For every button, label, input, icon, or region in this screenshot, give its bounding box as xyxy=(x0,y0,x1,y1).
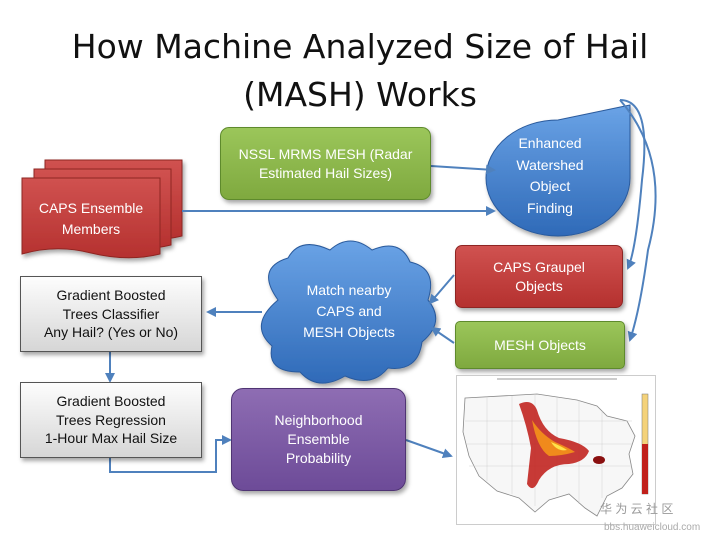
probability-peak-shape xyxy=(551,442,567,451)
watershed-line4: Finding xyxy=(527,200,573,217)
watershed-teardrop-shape xyxy=(485,104,631,237)
match-cloud-shape xyxy=(261,240,437,384)
caps-ensemble-label: CAPS Ensemble Members xyxy=(22,198,160,240)
classifier-line2: Trees Classifier xyxy=(62,305,160,322)
watershed-line2: Watershed xyxy=(516,156,584,173)
watermark-brand: 华 为 云 社 区 xyxy=(600,502,674,516)
neighborhood-line2: Ensemble xyxy=(287,431,350,448)
neighborhood-line1: Neighborhood xyxy=(274,412,363,429)
watershed-line1: Enhanced xyxy=(518,135,582,151)
nssl-line2: Estimated Hail Sizes) xyxy=(258,164,393,181)
classifier-line3: Any Hail? (Yes or No) xyxy=(43,324,179,341)
caps-graupel-line2: Objects xyxy=(515,277,563,294)
match-line1: Match nearby xyxy=(306,282,392,298)
probability-map-image xyxy=(456,375,656,525)
watermark-url: bbs.huaweicloud.com xyxy=(604,522,701,533)
colorbar-dark-shape xyxy=(642,444,648,494)
neighborhood-line3: Probability xyxy=(285,449,352,466)
nssl-line1: NSSL MRMS MESH (Radar xyxy=(238,145,413,162)
connectors xyxy=(105,99,657,473)
page-title-line1: How Machine Analyzed Size of Hail xyxy=(71,27,649,66)
caps-ensemble-stack-icon xyxy=(21,159,183,259)
caps-ensemble-line1: CAPS Ensemble xyxy=(38,200,144,216)
us-map-graphic xyxy=(457,376,655,524)
match-line3: MESH Objects xyxy=(303,324,395,340)
watershed-label: Enhanced Watershed Object Finding xyxy=(494,133,606,220)
probability-cell-shape xyxy=(593,456,605,464)
caps-ensemble-line2: Members xyxy=(61,221,121,237)
probability-core-shape xyxy=(532,420,575,456)
watershed-line3: Object xyxy=(529,178,571,195)
caps-graupel-objects-box: CAPS Graupel Objects xyxy=(455,245,623,308)
regression-line2: Trees Regression xyxy=(56,411,166,428)
gbt-regression-box: Gradient Boosted Trees Regression 1-Hour… xyxy=(20,382,202,458)
mesh-objects-label: MESH Objects xyxy=(494,336,586,353)
neighborhood-probability-box: Neighborhood Ensemble Probability xyxy=(231,388,406,491)
match-line2: CAPS and xyxy=(316,303,382,319)
classifier-line1: Gradient Boosted xyxy=(56,286,166,303)
regression-line1: Gradient Boosted xyxy=(56,392,166,409)
caps-graupel-line1: CAPS Graupel xyxy=(493,258,585,275)
regression-line3: 1-Hour Max Hail Size xyxy=(44,430,178,447)
nssl-mrms-mesh-box: NSSL MRMS MESH (Radar Estimated Hail Siz… xyxy=(220,127,431,200)
page-title-line2: (MASH) Works xyxy=(243,75,477,114)
mesh-objects-box: MESH Objects xyxy=(455,321,625,369)
match-cloud-label: Match nearby CAPS and MESH Objects xyxy=(268,280,430,343)
gbt-classifier-box: Gradient Boosted Trees Classifier Any Ha… xyxy=(20,276,202,352)
